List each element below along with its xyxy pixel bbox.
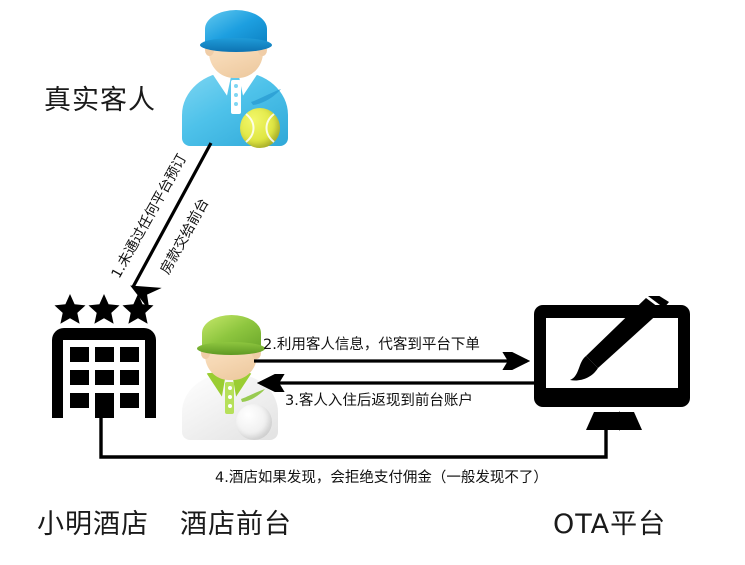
step4-label: 4.酒店如果发现，会拒绝支付佣金（一般发现不了） bbox=[215, 470, 548, 486]
golf-ball-icon bbox=[236, 404, 272, 440]
hotel-building-icon bbox=[52, 294, 156, 418]
arrow-hotel-to-ota-bottom bbox=[99, 405, 620, 459]
guest-shirt-logo-icon bbox=[251, 89, 281, 105]
desk-cap-brim bbox=[197, 342, 265, 355]
step2-label: 2.利用客人信息，代客到平台下单 bbox=[263, 337, 480, 353]
guest-title-label: 真实客人 bbox=[44, 85, 156, 116]
arrow-desk-to-ota bbox=[254, 352, 531, 370]
paintbrush-icon bbox=[570, 296, 669, 381]
desk-shirt-logo-icon bbox=[241, 389, 265, 402]
hotel-title-label: 小明酒店 bbox=[37, 509, 149, 540]
guest-placket bbox=[231, 80, 241, 114]
arrow-ota-to-desk bbox=[256, 374, 540, 392]
ota-title-label: OTA平台 bbox=[553, 509, 667, 540]
step3-label: 3.客人入住后返现到前台账户 bbox=[285, 393, 473, 409]
monitor-paintbrush-icon bbox=[534, 296, 690, 430]
desk-placket bbox=[225, 382, 234, 414]
guest-person-icon bbox=[176, 4, 294, 148]
guest-cap-brim bbox=[200, 38, 272, 52]
star-icon bbox=[54, 294, 154, 324]
tennis-ball-icon bbox=[240, 108, 280, 148]
arrow-guest-to-hotel bbox=[130, 142, 213, 305]
front-desk-title-label: 酒店前台 bbox=[180, 509, 292, 540]
